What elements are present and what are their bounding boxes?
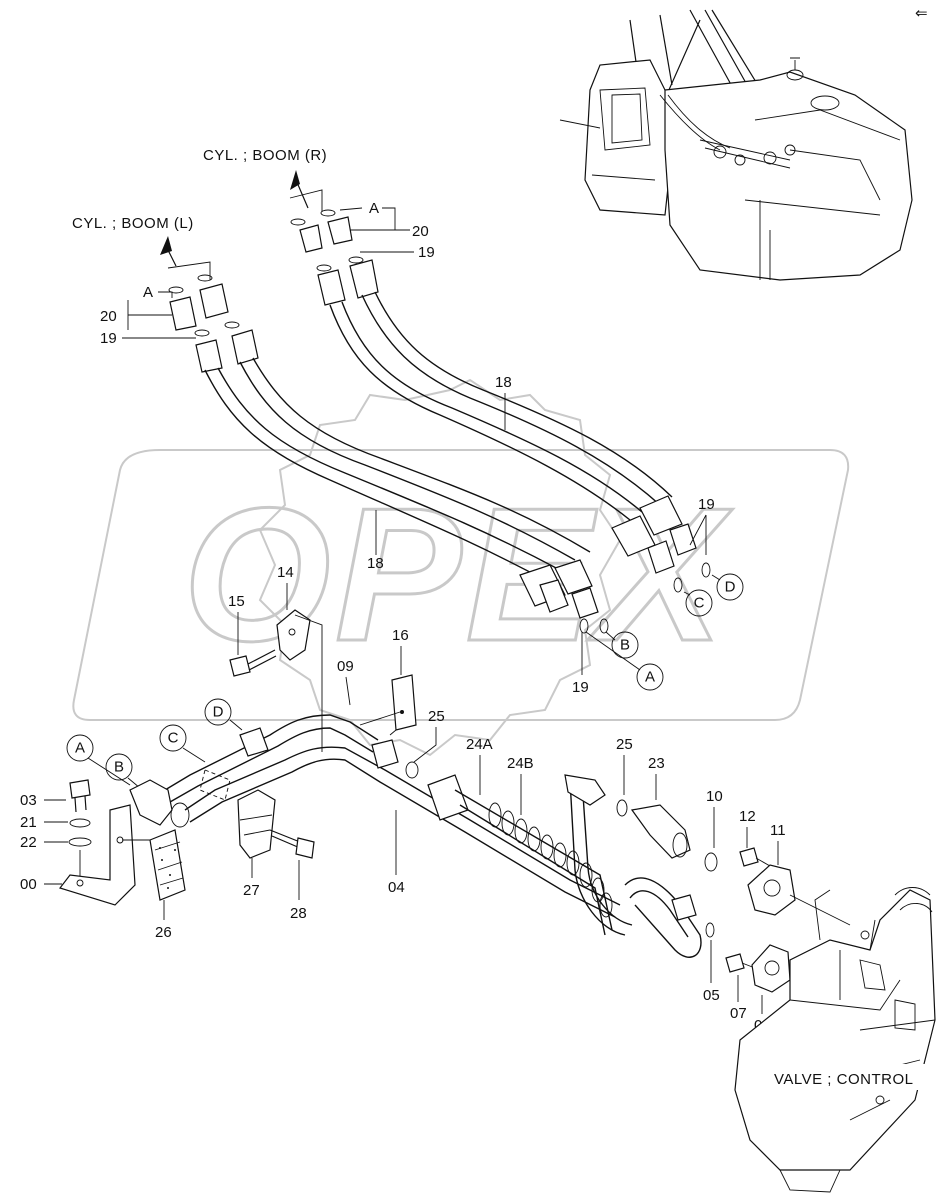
part-24b: 24B bbox=[507, 755, 534, 772]
part-05: 05 bbox=[703, 987, 720, 1004]
watermark-logo: OPEX bbox=[72, 378, 850, 757]
excavator-body bbox=[664, 71, 913, 281]
connector-23-assembly: 25 23 10 bbox=[616, 736, 723, 872]
callout-d-circle-upper bbox=[716, 573, 744, 601]
boom-right-label: CYL. ; BOOM (R) bbox=[203, 147, 327, 164]
part-28: 28 bbox=[290, 905, 307, 922]
bracket-00 bbox=[58, 804, 136, 906]
protective-sleeve-24b bbox=[488, 802, 613, 918]
part-25-right: 25 bbox=[616, 736, 633, 753]
hose-24-assembly: 24A 24B 05 bbox=[427, 736, 720, 1004]
callout-a-right: A bbox=[369, 200, 379, 217]
part-18-upper: 18 bbox=[495, 374, 512, 391]
connector-23 bbox=[630, 804, 691, 859]
callout-b-upper: B bbox=[620, 637, 630, 654]
bracket-assembly: A B C D 03 21 22 00 bbox=[20, 698, 315, 941]
part-00: 00 bbox=[20, 876, 37, 893]
watermark-gear-outline bbox=[258, 378, 622, 757]
part-19-upper-right: 19 bbox=[698, 496, 715, 513]
part-22: 22 bbox=[20, 834, 37, 851]
fitting-group-right: A 20 19 bbox=[289, 189, 435, 306]
watermark-text: OPEX bbox=[183, 469, 733, 681]
part-18-lower: 18 bbox=[367, 555, 384, 572]
pipe-09-04: 09 04 25 bbox=[164, 658, 621, 918]
part-03: 03 bbox=[20, 792, 37, 809]
callout-d-lower: D bbox=[213, 704, 224, 721]
callout-b-circle-upper bbox=[611, 631, 639, 659]
callout-d-circle-lower bbox=[204, 698, 232, 726]
svg-text:⇐: ⇐ bbox=[915, 5, 928, 22]
part-09: 09 bbox=[337, 658, 354, 675]
destination-boom-right: CYL. ; BOOM (R) bbox=[203, 147, 327, 209]
excavator-overview: ⇐ bbox=[559, 5, 928, 281]
part-10: 10 bbox=[706, 788, 723, 805]
part-12: 12 bbox=[739, 808, 756, 825]
part-14: 14 bbox=[277, 564, 294, 581]
valve-label: VALVE ; CONTROL bbox=[774, 1071, 913, 1088]
excavator-cab bbox=[584, 59, 673, 216]
flange-11 bbox=[747, 864, 796, 916]
part-19-right: 19 bbox=[418, 244, 435, 261]
block-16-assembly: 16 bbox=[359, 627, 417, 736]
callout-b-circle-lower bbox=[105, 753, 133, 781]
callout-a-upper: A bbox=[645, 669, 655, 686]
callout-a-left: A bbox=[143, 284, 153, 301]
part-15: 15 bbox=[228, 593, 245, 610]
clamp-14-assembly: 14 15 bbox=[228, 564, 323, 752]
part-04: 04 bbox=[388, 879, 405, 896]
destination-boom-left: CYL. ; BOOM (L) bbox=[72, 215, 194, 267]
part-11: 11 bbox=[770, 822, 786, 839]
callout-c-circle-lower bbox=[159, 724, 187, 752]
part-27: 27 bbox=[243, 882, 260, 899]
callout-a-lower: A bbox=[75, 740, 85, 757]
part-19-left: 19 bbox=[100, 330, 117, 347]
boom-left-arrow bbox=[160, 236, 172, 255]
boom-left-label: CYL. ; BOOM (L) bbox=[72, 215, 194, 232]
part-23: 23 bbox=[648, 755, 665, 772]
part-19-lower-mid: 19 bbox=[572, 679, 589, 696]
part-21: 21 bbox=[20, 814, 37, 831]
callout-c-upper: C bbox=[694, 595, 705, 612]
callout-c-circle-upper bbox=[685, 589, 713, 617]
clamp-26 bbox=[149, 829, 186, 901]
block-16 bbox=[391, 674, 417, 731]
clamp-27 bbox=[237, 789, 276, 859]
bolt-28 bbox=[295, 837, 315, 859]
callout-c-lower: C bbox=[168, 730, 179, 747]
part-16: 16 bbox=[392, 627, 409, 644]
part-24a: 24A bbox=[466, 736, 493, 753]
part-26: 26 bbox=[155, 924, 172, 941]
bolt-03 bbox=[69, 779, 91, 799]
callout-b-lower: B bbox=[114, 759, 124, 776]
control-valve: VALVE ; CONTROL bbox=[734, 887, 936, 1193]
flange-06 bbox=[751, 944, 791, 993]
callout-d-upper: D bbox=[725, 579, 736, 596]
callout-a-circle-lower bbox=[66, 734, 94, 762]
hose-ends-callouts: 19 D C B A 19 bbox=[572, 496, 744, 696]
part-25-left: 25 bbox=[428, 708, 445, 725]
part-07: 07 bbox=[730, 1005, 747, 1022]
watermark-outer-frame bbox=[72, 449, 850, 721]
part-20-right: 20 bbox=[412, 223, 429, 240]
part-20-left: 20 bbox=[100, 308, 117, 325]
hoses-18 bbox=[204, 291, 697, 619]
fitting-group-left: A 20 19 bbox=[100, 261, 259, 373]
bolt-15 bbox=[229, 655, 251, 677]
callout-a-circle-upper bbox=[636, 663, 664, 691]
